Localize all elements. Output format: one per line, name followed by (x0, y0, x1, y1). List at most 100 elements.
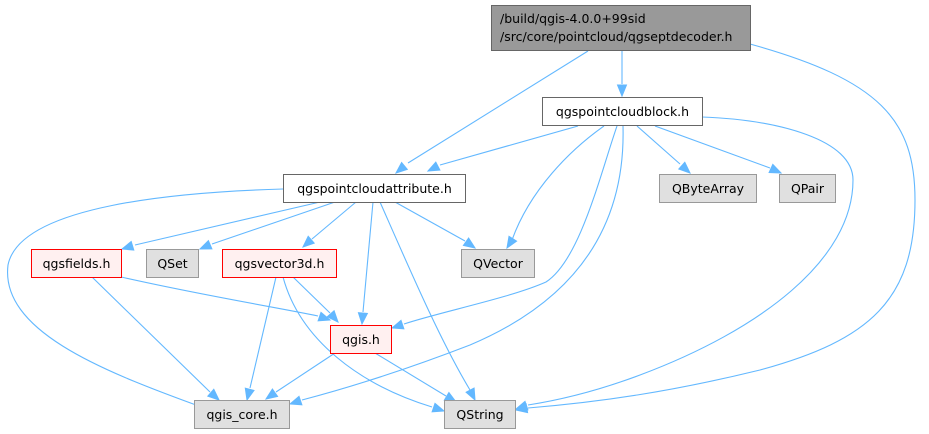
arrowhead-icon (264, 388, 279, 400)
node-label: qgis.h (342, 332, 380, 347)
edge-qgspointcloudattribute-to-qgsfields (120, 201, 321, 251)
node-label: qgspointcloudblock.h (556, 104, 689, 119)
edge-line (394, 201, 466, 242)
arrowhead-icon (768, 163, 783, 174)
arrowhead-icon (357, 312, 369, 326)
node-box (779, 174, 836, 203)
node-box (491, 5, 751, 51)
arrowhead-icon (506, 235, 518, 250)
edge-qgspointcloudblock-to-qgspointcloudattribute (426, 125, 579, 172)
node-box (222, 249, 337, 278)
edge-qgspointcloudblock-to-QByteArray (636, 125, 691, 174)
node-root[interactable]: /build/qgis-4.0.0+99sid/src/core/pointcl… (491, 5, 751, 51)
edge-line (282, 276, 433, 408)
node-label: QSet (157, 256, 187, 271)
node-label: QVector (473, 256, 524, 271)
edge-qgspointcloudattribute-to-QString (379, 201, 476, 402)
node-qgspointcloudattribute[interactable]: qgspointcloudattribute.h (283, 174, 466, 203)
node-label: /build/qgis-4.0.0+99sid (500, 11, 646, 26)
edges-layer (7, 43, 916, 414)
arrowhead-icon (302, 235, 316, 248)
edge-line (439, 125, 579, 166)
node-box (194, 400, 290, 429)
edge-qgspointcloudattribute-to-qgsvector3d (302, 201, 357, 248)
arrowhead-icon (244, 387, 255, 402)
edge-line (362, 201, 374, 313)
edge-line (301, 125, 624, 401)
edge-line (374, 352, 447, 397)
node-label: QString (456, 407, 503, 422)
edge-qgspointcloudattribute-to-qgis (357, 201, 374, 326)
edge-qgis-to-QString (374, 352, 458, 403)
edge-line (292, 276, 331, 314)
node-QByteArray: QByteArray (659, 174, 757, 203)
edge-line (407, 50, 589, 164)
node-box (330, 325, 392, 354)
edge-line (275, 352, 336, 393)
arrowhead-icon (326, 309, 339, 323)
node-label: /src/core/pointcloud/qgseptdecoder.h (500, 29, 732, 44)
edge-qgsfields-to-qgis_core (91, 276, 220, 401)
node-box (31, 249, 122, 278)
edge-qgspointcloudblock-to-qgis (390, 125, 618, 330)
arrowhead-icon (206, 388, 220, 401)
edge-line (211, 201, 336, 245)
node-label: qgspointcloudattribute.h (297, 181, 452, 196)
node-box (542, 97, 703, 126)
arrowhead-icon (426, 161, 441, 172)
arrowhead-icon (514, 400, 529, 411)
node-label: QPair (791, 181, 825, 196)
arrowhead-icon (317, 311, 332, 322)
node-QVector: QVector (461, 249, 535, 278)
arrowhead-icon (390, 319, 405, 330)
node-qgspointcloudblock[interactable]: qgspointcloudblock.h (542, 97, 703, 126)
arrowhead-icon (431, 402, 446, 413)
edge-line (134, 201, 321, 246)
node-box (146, 249, 199, 278)
edge-qgsvector3d-to-qgis_core (244, 276, 277, 402)
node-label: QByteArray (672, 181, 745, 196)
edge-line (249, 276, 277, 389)
edge-qgsvector3d-to-QString (282, 276, 446, 413)
node-box (444, 400, 516, 429)
edge-line (120, 276, 319, 317)
node-box (461, 249, 535, 278)
node-box (659, 174, 757, 203)
edge-root-to-qgspointcloudblock (616, 51, 628, 98)
node-qgsvector3d[interactable]: qgsvector3d.h (222, 249, 337, 278)
edge-line (636, 125, 681, 165)
node-qgis_core: qgis_core.h (194, 400, 290, 429)
edge-line (91, 276, 211, 393)
node-label: qgsfields.h (43, 256, 111, 271)
node-QString: QString (444, 400, 516, 429)
edge-qgspointcloudblock-to-qgis_core (288, 125, 624, 406)
edge-qgsfields-to-qgis (120, 276, 332, 322)
node-QPair: QPair (779, 174, 836, 203)
node-qgsfields[interactable]: qgsfields.h (31, 249, 122, 278)
arrowhead-icon (288, 395, 303, 406)
arrowhead-icon (677, 161, 691, 174)
edge-line (527, 43, 916, 409)
edge-line (7, 188, 284, 406)
edge-line (403, 125, 618, 325)
node-label: qgsvector3d.h (235, 256, 325, 271)
arrowhead-icon (394, 161, 409, 174)
edge-line (527, 116, 854, 406)
arrowhead-icon (616, 84, 628, 98)
edge-qgis-to-qgis_core (264, 352, 336, 400)
edge-qgsvector3d-to-qgis (292, 276, 339, 323)
edge-qgspointcloudattribute-to-QSet (198, 201, 336, 250)
edge-qgspointcloudblock-to-QString (514, 116, 854, 411)
node-label: qgis_core.h (206, 407, 277, 422)
edge-qgspointcloudblock-to-QVector (506, 125, 605, 250)
nodes-layer: /build/qgis-4.0.0+99sid/src/core/pointcl… (31, 5, 836, 429)
node-qgis[interactable]: qgis.h (330, 325, 392, 354)
arrowhead-icon (465, 387, 476, 402)
node-box (283, 174, 466, 203)
arrowhead-icon (198, 239, 213, 250)
edge-line (511, 125, 605, 241)
arrowhead-icon (462, 237, 477, 249)
edge-qgspointcloudblock-to-QPair (654, 125, 783, 174)
node-QSet: QSet (146, 249, 199, 278)
